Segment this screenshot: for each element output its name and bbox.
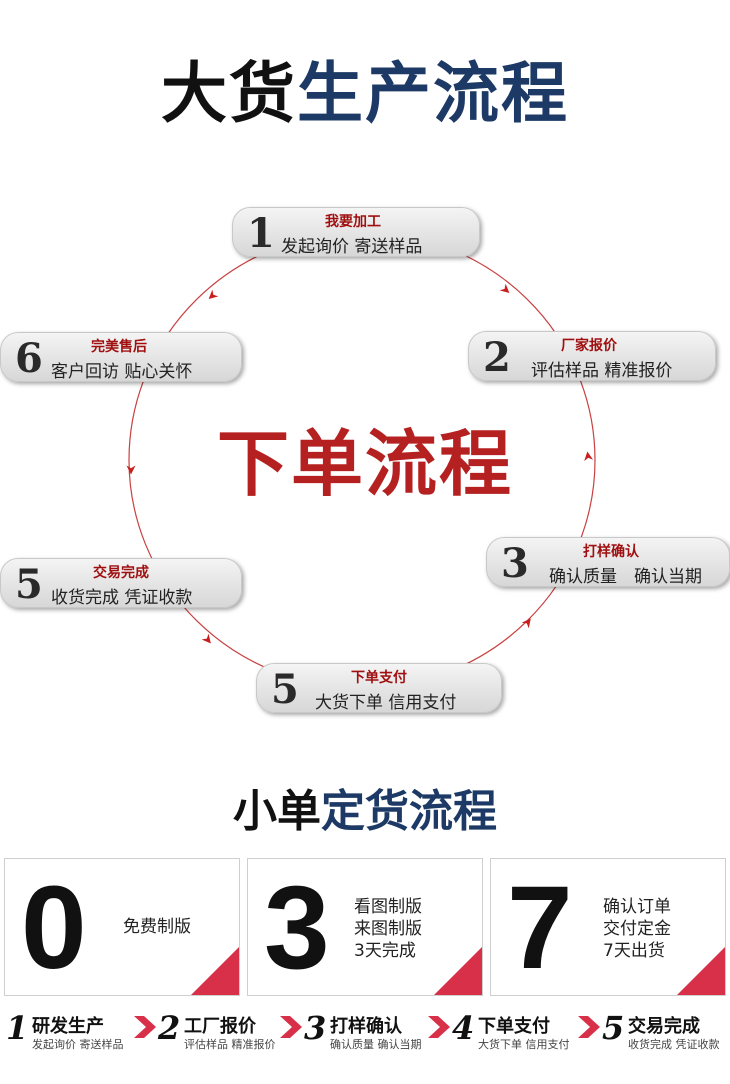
cycle-step-2: 2 厂家报价 评估样品 精准报价 <box>468 331 716 381</box>
cycle-step-heading: 厂家报价 <box>561 338 617 354</box>
cycle-step-desc: 客户回访 贴心关怀 <box>51 362 193 382</box>
cycle-center-title: 下单流程 <box>216 421 513 506</box>
bottom-step-number: 2 <box>158 1009 181 1047</box>
cycle-step-6: 6 完美售后 客户回访 贴心关怀 <box>0 332 242 382</box>
card-line: 交付定金 <box>603 919 671 939</box>
cycle-step-heading: 打样确认 <box>583 544 639 560</box>
card-big-number: 7 <box>507 862 573 994</box>
card-line: 看图制版 <box>354 897 422 917</box>
cycle-step-desc: 评估样品 精准报价 <box>531 361 673 381</box>
section-title-part2: 定货流程 <box>321 786 497 837</box>
card-line: 免费制版 <box>123 917 191 937</box>
cycle-step-number: 1 <box>247 210 275 257</box>
bottom-step-number: 5 <box>602 1009 625 1047</box>
bottom-step-3: 3 打样确认 确认质量 确认当期 <box>304 1008 434 1051</box>
card-big-number: 0 <box>21 862 87 994</box>
cycle-step-desc: 确认质量 确认当期 <box>549 567 702 587</box>
bottom-step-4: 4 下单支付 大货下单 信用支付 <box>452 1008 582 1051</box>
cycle-step-heading: 下单支付 <box>351 670 407 686</box>
main-title: 大货生产流程 <box>0 40 730 136</box>
main-title-part1: 大货 <box>161 55 297 132</box>
bottom-step-number: 1 <box>6 1009 29 1047</box>
chevron-right-icon <box>134 1016 156 1038</box>
bottom-step-number: 3 <box>304 1009 327 1047</box>
cycle-step-5: 5 交易完成 收货完成 凭证收款 <box>0 558 242 608</box>
cycle-step-heading: 完美售后 <box>91 339 147 355</box>
cycle-arrow-1 <box>499 283 510 293</box>
cycle-step-number: 5 <box>271 666 299 713</box>
card-big-number: 3 <box>264 862 330 994</box>
card-line: 3天完成 <box>354 941 416 961</box>
cycle-step-heading: 交易完成 <box>93 565 149 581</box>
main-title-part2: 生产流程 <box>297 55 569 132</box>
chevron-right-icon <box>578 1016 600 1038</box>
chevron-right-icon <box>280 1016 302 1038</box>
card-line: 来图制版 <box>354 919 422 939</box>
cycle-arrow-6 <box>208 289 219 300</box>
bottom-step-5: 5 交易完成 收货完成 凭证收款 <box>602 1008 730 1051</box>
chevron-right-icon <box>428 1016 450 1038</box>
bottom-step-2: 2 工厂报价 评估样品 精准报价 <box>158 1008 288 1051</box>
card-line: 7天出货 <box>603 941 665 961</box>
card-line: 确认订单 <box>603 897 671 917</box>
bottom-step-label: 下单支付 <box>478 1016 550 1037</box>
bottom-step-label: 交易完成 <box>628 1016 700 1037</box>
cycle-step-number: 2 <box>483 334 511 381</box>
cycle-step-desc: 发起询价 寄送样品 <box>281 237 423 257</box>
bottom-step-label: 打样确认 <box>330 1016 402 1037</box>
feature-card-3: 3 看图制版 来图制版 3天完成 <box>247 858 483 996</box>
bottom-step-1: 1 研发生产 发起询价 寄送样品 <box>6 1008 136 1051</box>
bottom-steps: 1 研发生产 发起询价 寄送样品 2 工厂报价 评估样品 精准报价 3 打样确认… <box>0 1008 730 1084</box>
card-corner-triangle <box>191 947 239 995</box>
cycle-step-desc: 大货下单 信用支付 <box>315 693 457 713</box>
feature-card-0: 0 免费制版 <box>4 858 240 996</box>
card-corner-triangle <box>677 947 725 995</box>
bottom-step-sub: 发起询价 寄送样品 <box>32 1038 124 1051</box>
cycle-step-1: 1 我要加工 发起询价 寄送样品 <box>232 207 480 257</box>
section-title-part1: 小单 <box>233 786 321 837</box>
bottom-step-label: 研发生产 <box>32 1016 104 1037</box>
cycle-step-number: 5 <box>15 561 43 608</box>
cycle-step-number: 3 <box>501 540 529 587</box>
cycle-step-number: 6 <box>15 335 43 382</box>
cycle-step-4: 5 下单支付 大货下单 信用支付 <box>256 663 502 713</box>
card-corner-triangle <box>434 947 482 995</box>
bottom-step-sub: 收货完成 凭证收款 <box>628 1038 720 1051</box>
cycle-step-heading: 我要加工 <box>325 214 381 230</box>
cycle-step-3: 3 打样确认 确认质量 确认当期 <box>486 537 730 587</box>
section-title: 小单定货流程 <box>0 775 730 839</box>
bottom-step-number: 4 <box>452 1009 475 1047</box>
bottom-step-sub: 确认质量 确认当期 <box>330 1038 422 1051</box>
bottom-step-sub: 大货下单 信用支付 <box>478 1038 570 1051</box>
bottom-step-label: 工厂报价 <box>184 1016 256 1037</box>
cycle-step-desc: 收货完成 凭证收款 <box>51 588 193 608</box>
bottom-step-sub: 评估样品 精准报价 <box>184 1038 276 1051</box>
feature-card-7: 7 确认订单 交付定金 7天出货 <box>490 858 726 996</box>
